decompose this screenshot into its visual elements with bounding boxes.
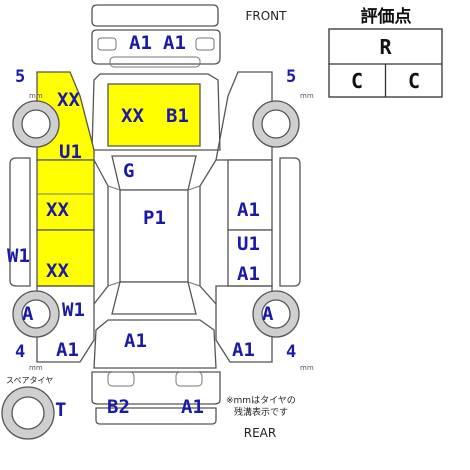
- tread-rear-right-unit: mm: [300, 364, 314, 372]
- right-rear-door: [227, 229, 273, 287]
- spare-tire-label: スペアタイヤ: [6, 376, 53, 385]
- note-line-1: ※mmはタイヤの: [226, 395, 296, 406]
- front-label: FRONT: [246, 9, 288, 23]
- rear-label: REAR: [244, 426, 276, 440]
- tread-rear-left: 4: [15, 342, 25, 362]
- tread-rear-right: 4: [286, 342, 296, 362]
- code-left-rear-door: XX: [46, 260, 69, 282]
- code-roof: P1: [143, 207, 166, 229]
- code-right-rear-door-bottom: A1: [237, 263, 260, 285]
- code-left-pillar: W1: [7, 245, 30, 267]
- tread-rear-left-unit: mm: [29, 364, 43, 372]
- front-glass: [91, 29, 221, 68]
- code-trunk: A1: [124, 330, 147, 352]
- tread-front-right: 5: [286, 67, 296, 87]
- grade-interior: C: [351, 69, 363, 93]
- code-right-rear-door-top: U1: [237, 233, 260, 255]
- tread-front-right-unit: mm: [300, 92, 314, 100]
- code-front-glass-left: A1: [129, 32, 152, 54]
- code-left-fender-top: XX: [57, 89, 80, 111]
- tire-spare: [1, 386, 55, 440]
- rear-glass: [111, 281, 197, 315]
- code-rear-bumper-left: B2: [107, 396, 130, 418]
- grade-overall: R: [379, 35, 392, 59]
- code-front-glass-right: A1: [163, 32, 186, 54]
- code-left-rocker: W1: [62, 299, 85, 321]
- tread-front-left-unit: mm: [29, 92, 43, 100]
- tire-rear-right: [252, 290, 300, 338]
- code-left-rear-wheel: A: [22, 303, 34, 325]
- tire-front-left: [12, 100, 60, 148]
- grade-exterior: C: [408, 69, 420, 93]
- code-spare-tire: T: [55, 399, 66, 421]
- grade-title: 評価点: [361, 6, 412, 27]
- code-left-front-door: XX: [46, 199, 69, 221]
- code-left-fender-bottom: U1: [59, 141, 82, 163]
- roof-panel: [119, 189, 189, 283]
- code-roof-front: G: [123, 160, 134, 182]
- tire-rear-left: [12, 290, 60, 338]
- front-bumper: [91, 4, 219, 27]
- code-right-quarter: A1: [232, 339, 255, 361]
- code-right-front-door: A1: [237, 199, 260, 221]
- code-rear-bumper-right: A1: [181, 396, 204, 418]
- tread-front-left: 5: [15, 67, 25, 87]
- code-right-rear-wheel: A: [262, 303, 274, 325]
- code-hood-right: B1: [166, 105, 189, 127]
- trunk-panel: [93, 319, 217, 369]
- left-rear-door: [36, 229, 95, 287]
- code-hood-left: XX: [121, 105, 144, 127]
- grade-table: 評価点 R C C: [328, 6, 443, 98]
- hood-panel: [107, 83, 201, 147]
- tire-front-right: [252, 100, 300, 148]
- code-left-quarter: A1: [56, 339, 79, 361]
- rear-bumper: [91, 371, 221, 425]
- note-line-2: 残溝表示です: [234, 406, 288, 418]
- right-front-door: [227, 159, 273, 231]
